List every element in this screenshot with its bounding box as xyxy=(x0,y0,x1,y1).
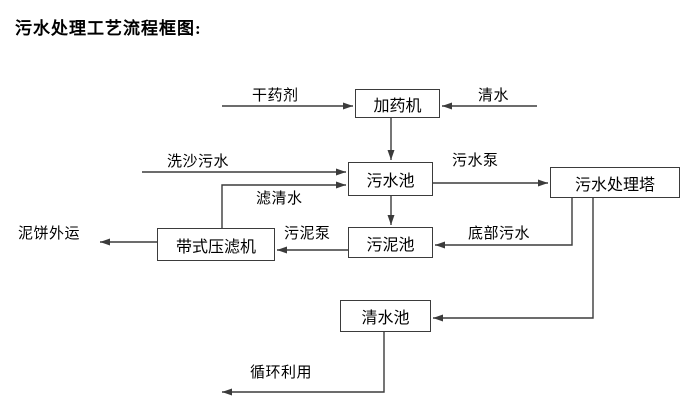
node-clean-water-pool: 清水池 xyxy=(340,300,431,332)
node-dosing-machine: 加药机 xyxy=(355,89,440,118)
page-title: 污水处理工艺流程框图: xyxy=(15,19,202,38)
flow-label-recycle-use: 循环利用 xyxy=(250,365,313,381)
node-sewage-pool: 污水池 xyxy=(348,162,433,196)
node-clean-water-pool-label: 清水池 xyxy=(361,310,410,327)
flow-label-sand-washing-sewage: 洗沙污水 xyxy=(167,154,230,170)
flow-label-sewage-pump: 污水泵 xyxy=(452,153,499,169)
flow-label-clean-water: 清水 xyxy=(478,88,510,104)
node-treatment-tower-label: 污水处理塔 xyxy=(574,176,655,194)
node-sludge-pool: 污泥池 xyxy=(348,227,433,258)
flow-label-dry-chemical: 干药剂 xyxy=(252,88,299,104)
flow-label-bottom-sewage: 底部污水 xyxy=(468,226,531,242)
node-belt-filter-press: 带式压滤机 xyxy=(157,228,275,261)
flow-label-sludge-pump: 污泥泵 xyxy=(284,226,331,242)
node-belt-filter-press-label: 带式压滤机 xyxy=(175,238,256,256)
node-dosing-machine-label: 加药机 xyxy=(373,97,422,115)
flow-label-mud-cake-out: 泥饼外运 xyxy=(18,226,81,242)
flow-label-filtered-water: 滤清水 xyxy=(256,191,303,207)
node-sewage-pool-label: 污水池 xyxy=(366,173,415,190)
node-treatment-tower: 污水处理塔 xyxy=(550,167,680,198)
node-sludge-pool-label: 污泥池 xyxy=(366,236,415,254)
